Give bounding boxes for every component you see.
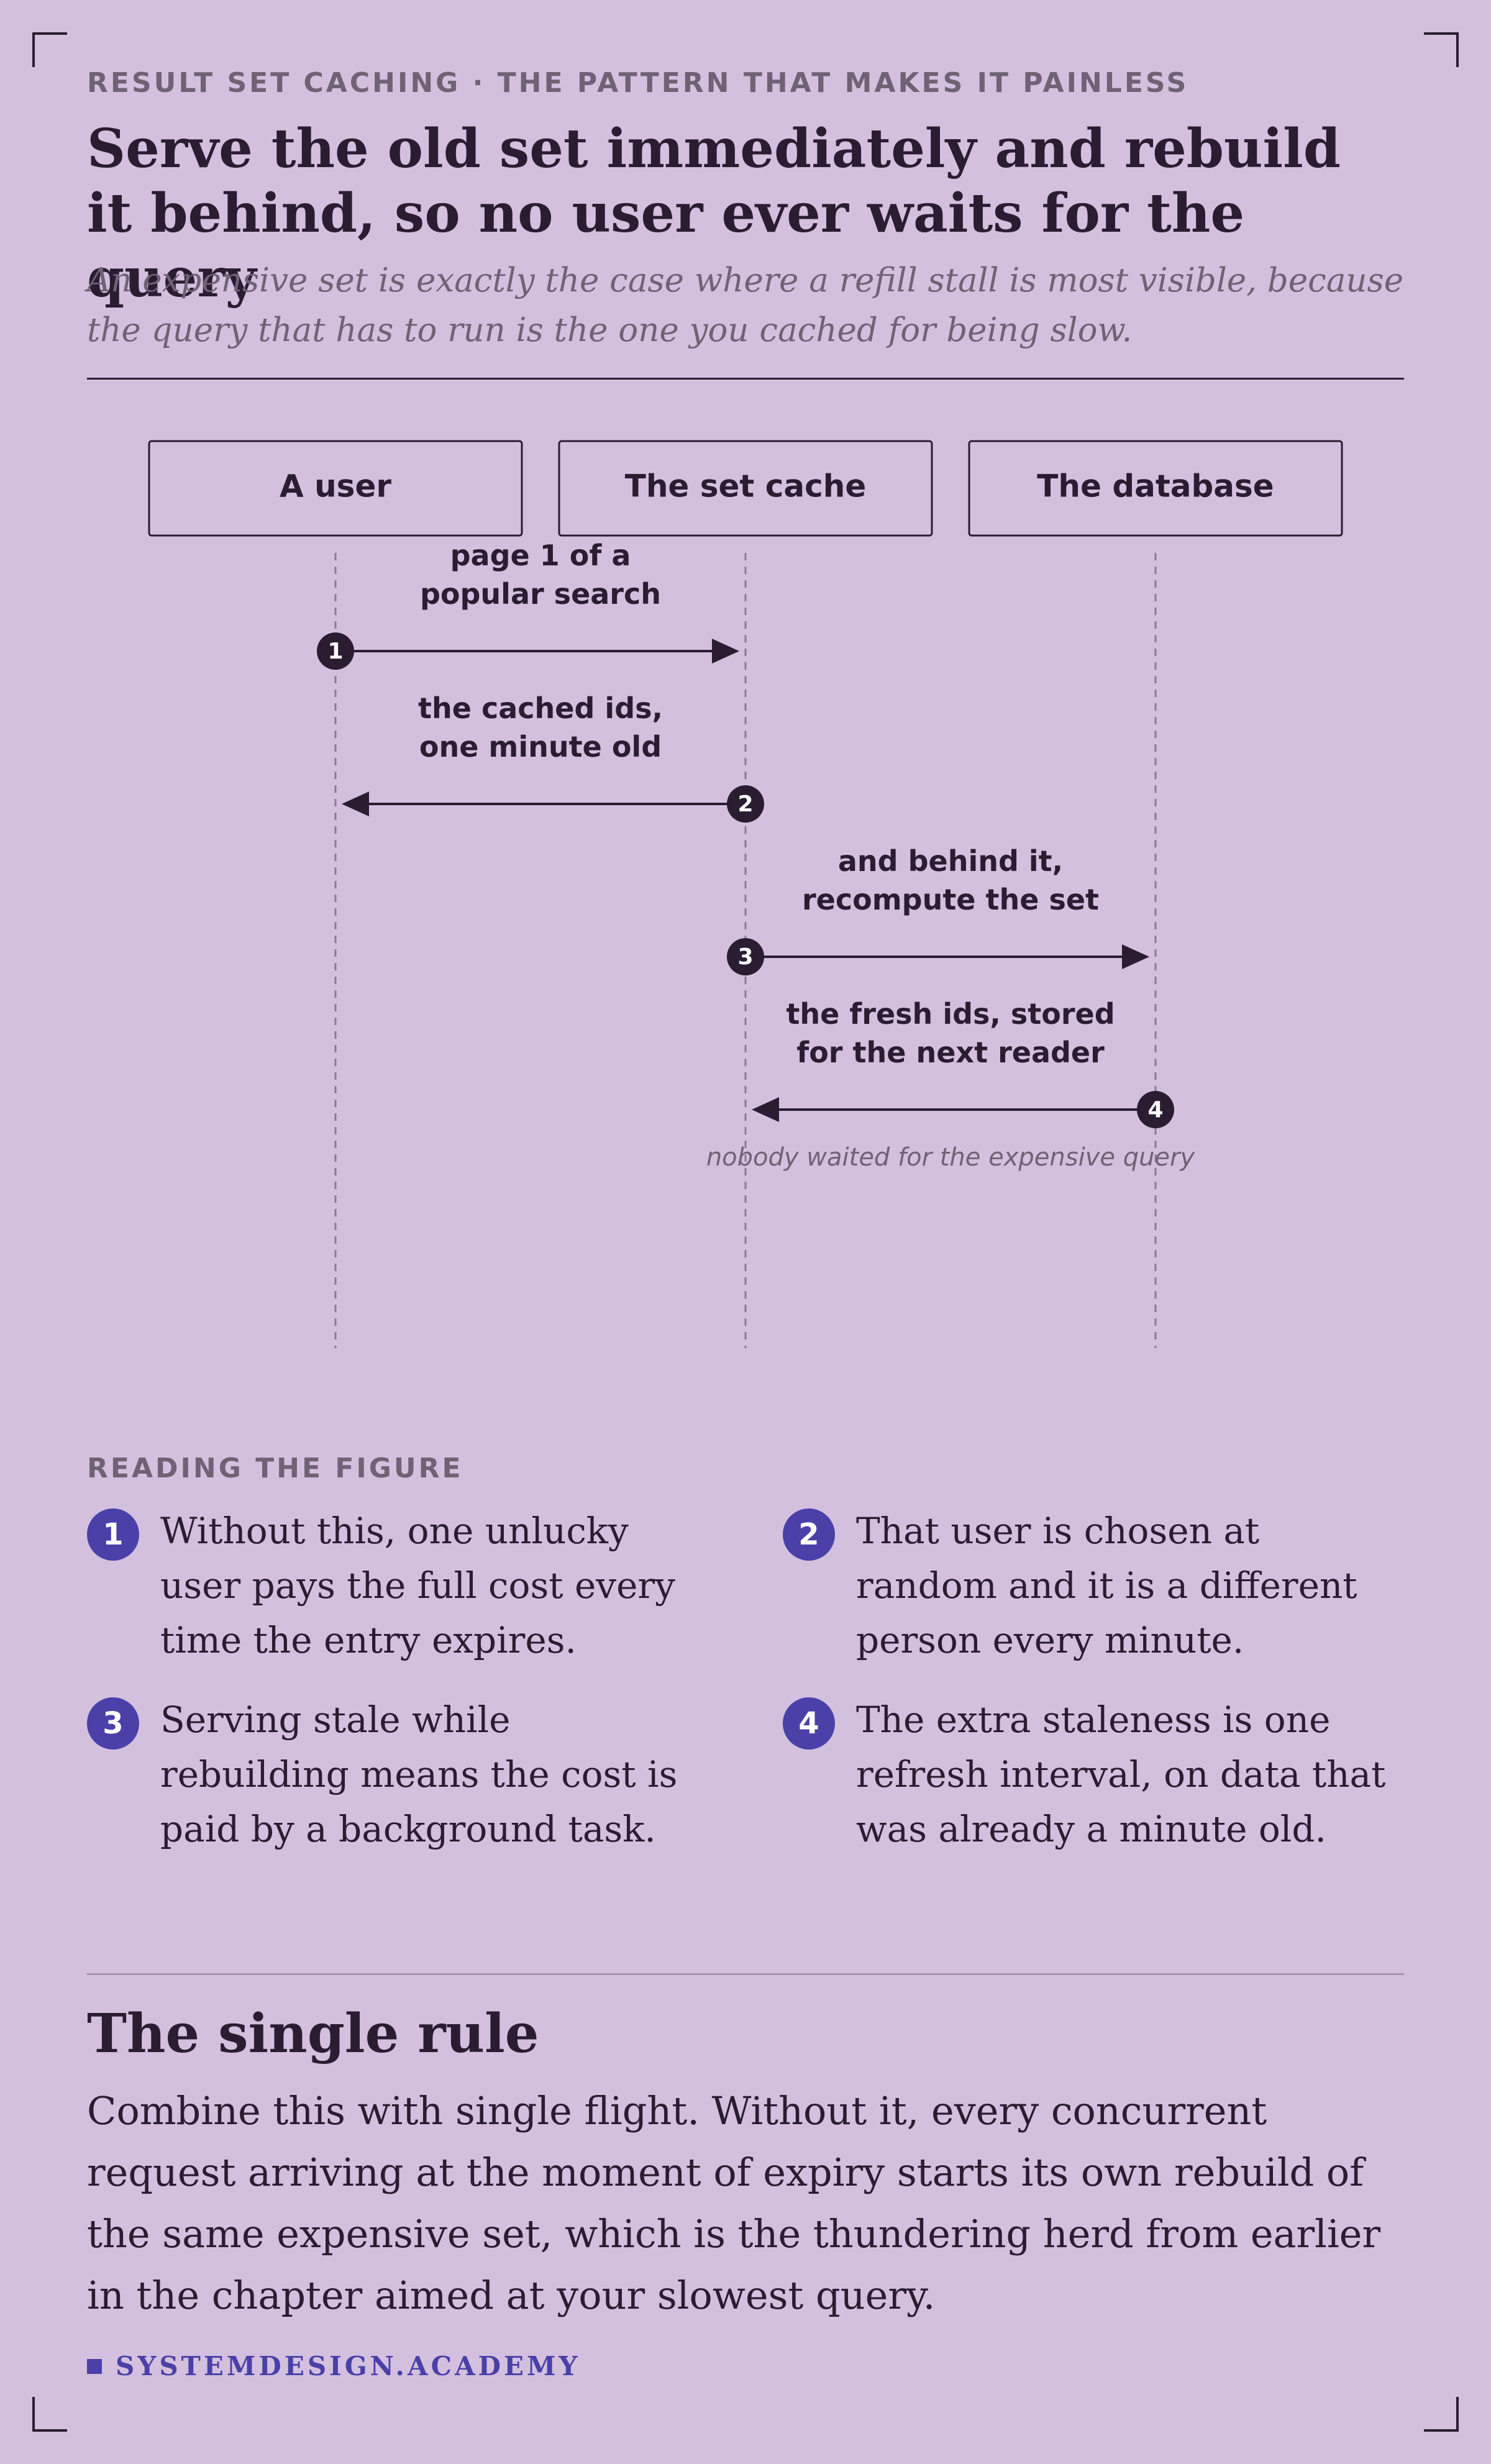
diagram-annotation: nobody waited for the expensive query — [706, 1143, 1196, 1172]
actor-label-user: A user — [280, 468, 391, 504]
message-1-step-badge — [317, 632, 354, 670]
message-1-label-line-2: popular search — [420, 577, 661, 611]
message-3-arrowhead — [1122, 944, 1149, 969]
brand-name: SYSTEMDESIGN.ACADEMY — [116, 2351, 581, 2381]
brand-square-icon — [87, 2358, 102, 2374]
note-number-badge: 1 — [87, 1508, 139, 1561]
header-divider — [87, 378, 1404, 380]
page-subtitle: An expensive set is exactly the case whe… — [87, 262, 1404, 349]
reading-note-1: 1 Without this, one unlucky user pays th… — [87, 1503, 708, 1668]
message-4-step-badge — [1137, 1091, 1174, 1128]
note-text: That user is chosen at random and it is … — [856, 1510, 1357, 1661]
message-2-arrowhead — [342, 792, 369, 816]
message-4-label-line-1: the fresh ids, stored — [786, 997, 1115, 1031]
note-number-badge: 4 — [783, 1697, 835, 1750]
actor-box-set-cache — [558, 440, 933, 537]
corner-mark-top-left — [32, 32, 67, 67]
message-4-arrowhead — [752, 1097, 779, 1122]
message-4-label-line-2: for the next reader — [796, 1036, 1105, 1069]
message-3-label-line-2: recompute the set — [802, 883, 1099, 916]
message-1-label-line-1: page 1 of a — [450, 539, 631, 572]
message-2-label-line-2: one minute old — [419, 730, 662, 764]
reading-note-4: 4 The extra staleness is one refresh int… — [783, 1692, 1404, 1856]
corner-mark-bottom-left — [32, 2397, 67, 2432]
brand-footer: SYSTEMDESIGN.ACADEMY — [87, 2351, 581, 2381]
message-4-step-number: 4 — [1147, 1097, 1163, 1123]
message-2-step-number: 2 — [737, 792, 753, 817]
actor-box-database — [968, 440, 1343, 537]
reading-note-3: 3 Serving stale while rebuilding means t… — [87, 1692, 708, 1856]
message-2-label-line-1: the cached ids, — [418, 691, 663, 725]
note-text: The extra staleness is one refresh inter… — [856, 1699, 1386, 1850]
message-2-step-badge — [727, 785, 764, 823]
message-3-step-badge — [727, 938, 764, 975]
message-3-step-number: 3 — [737, 944, 753, 970]
page-title: Serve the old set immediately and rebuil… — [87, 117, 1341, 309]
sequence-diagram: A user The set cache The database page 1… — [148, 440, 1343, 1348]
reading-label: READING THE FIGURE — [87, 1453, 463, 1484]
rule-body: Combine this with single flight. Without… — [87, 2088, 1381, 2318]
actor-label-database: The database — [1037, 468, 1274, 504]
message-3-label-line-1: and behind it, — [838, 844, 1063, 878]
rule-heading: The single rule — [87, 2002, 539, 2065]
message-1-arrowhead — [712, 639, 739, 664]
rule-divider — [87, 1973, 1404, 1975]
note-number-badge: 3 — [87, 1697, 139, 1750]
message-1-step-number: 1 — [327, 639, 343, 664]
reading-note-2: 2 That user is chosen at random and it i… — [783, 1503, 1404, 1668]
actor-box-user — [148, 440, 523, 537]
corner-mark-bottom-right — [1424, 2397, 1459, 2432]
note-number-badge: 2 — [783, 1508, 835, 1561]
eyebrow: RESULT SET CACHING · THE PATTERN THAT MA… — [87, 67, 1189, 99]
corner-mark-top-right — [1424, 32, 1459, 67]
actor-label-set-cache: The set cache — [625, 468, 867, 504]
note-text: Serving stale while rebuilding means the… — [160, 1699, 678, 1850]
note-text: Without this, one unlucky user pays the … — [160, 1510, 675, 1661]
